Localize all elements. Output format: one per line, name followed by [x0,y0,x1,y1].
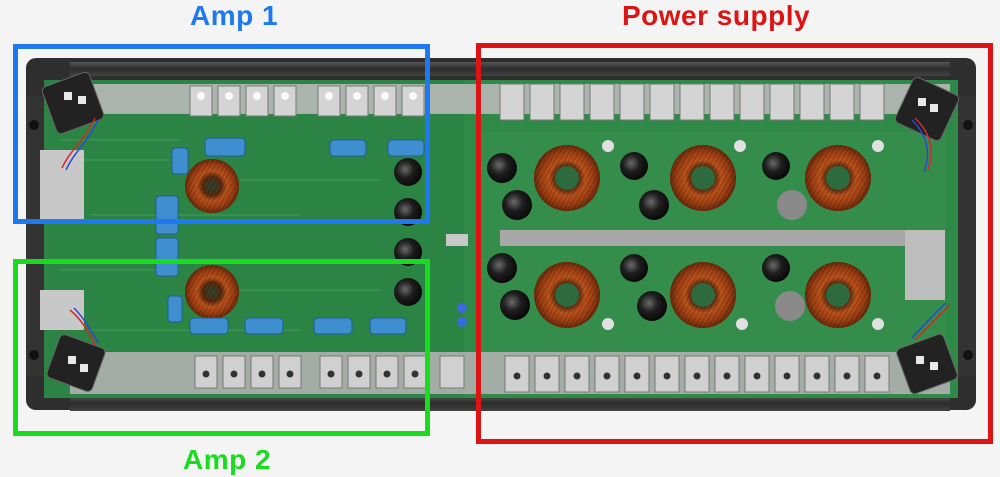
wires [61,117,951,346]
psu-toroid-coils [534,145,871,328]
power-supply-highlight-box [476,43,993,444]
power-supply-label: Power supply [622,0,811,31]
top-transistor-row [189,83,885,121]
film-capacitors [155,137,425,335]
mounting-holes [29,120,973,360]
amp2-label: Amp 2 [183,444,272,475]
small-components [446,140,884,330]
amp2-highlight-box [13,259,430,436]
electrolytic-capacitors-psu [487,152,807,321]
terminal-connectors [41,71,960,395]
amp1-label: Amp 1 [190,0,279,31]
amp1-highlight-box [13,44,430,224]
amp-toroid-coils [185,159,239,319]
